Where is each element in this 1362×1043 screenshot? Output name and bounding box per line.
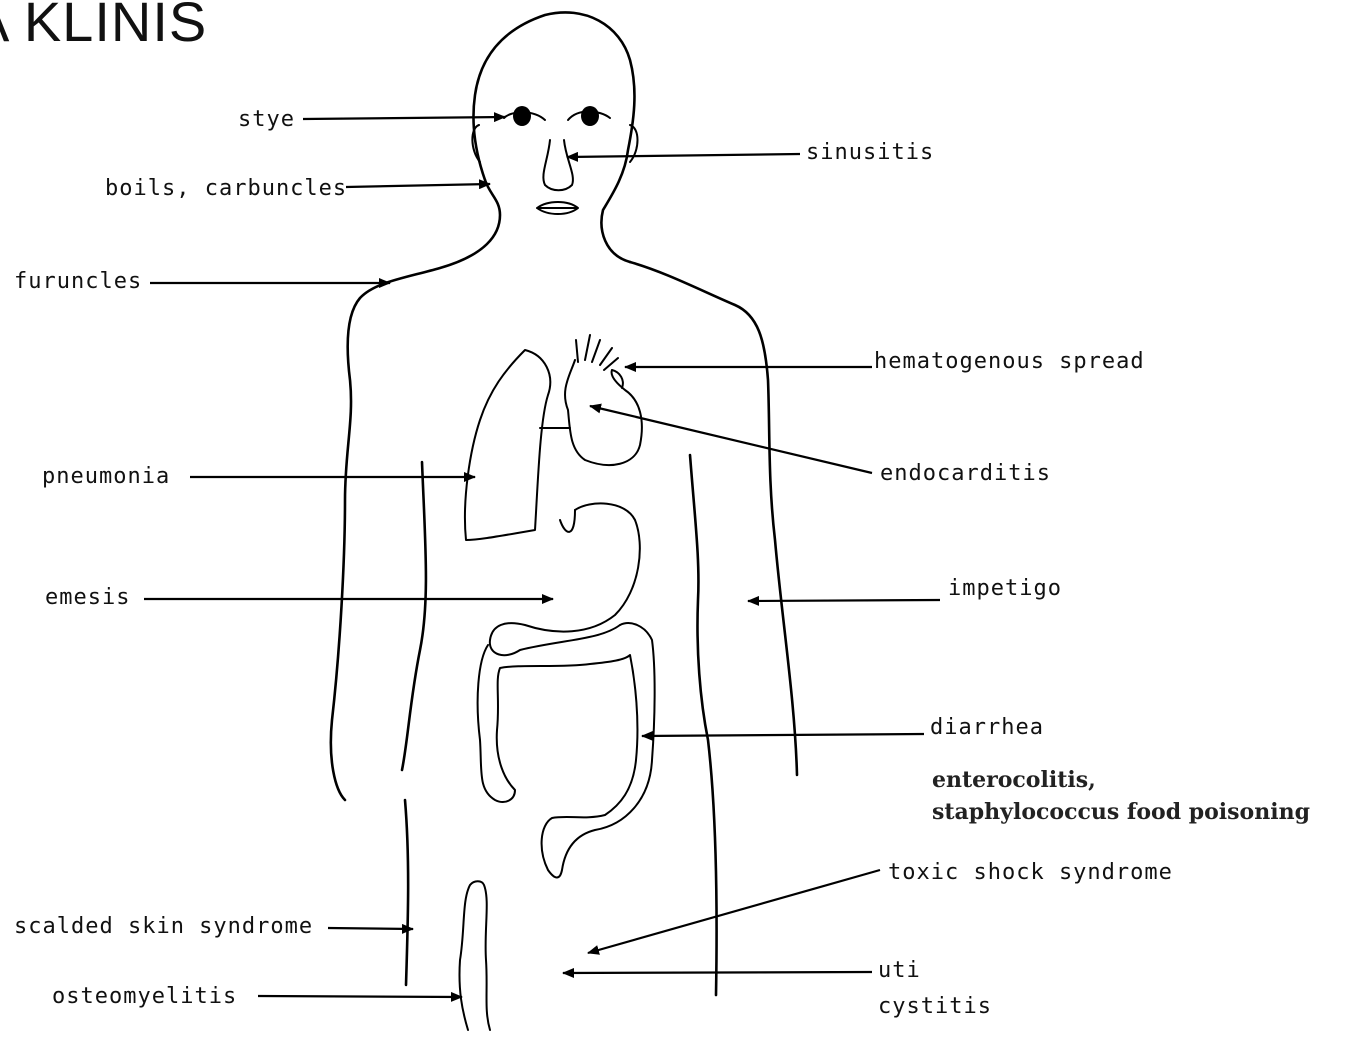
label-furuncles: furuncles	[14, 271, 142, 293]
leader-uti	[563, 972, 872, 973]
left-inner-arm	[402, 462, 426, 770]
leader-impetigo	[748, 600, 940, 601]
stomach-outline	[490, 503, 640, 655]
label-impetigo: impetigo	[948, 578, 1062, 600]
left-eye	[513, 106, 531, 126]
label-emesis: emesis	[45, 587, 130, 609]
label-hematogenous-spread: hematogenous spread	[874, 351, 1145, 373]
label-uti: uti	[878, 960, 921, 982]
leader-diarrhea	[642, 734, 924, 736]
lung-outline	[465, 350, 550, 540]
leader-toxic-shock	[588, 870, 880, 953]
label-boils-carbuncles: boils, carbuncles	[105, 178, 347, 200]
mouth	[537, 202, 578, 214]
leader-scalded-skin	[328, 928, 413, 929]
leader-boils	[346, 184, 490, 187]
label-enterocolitis: enterocolitis,	[932, 766, 1096, 794]
right-eye	[581, 106, 599, 126]
label-sinusitis: sinusitis	[806, 142, 934, 164]
stomach-top	[560, 510, 575, 532]
leader-osteomyelitis	[258, 996, 462, 997]
label-endocarditis: endocarditis	[880, 463, 1051, 485]
leader-sinusitis	[567, 154, 800, 157]
leader-endocarditis	[590, 406, 872, 473]
abdominal-organs	[478, 503, 655, 877]
label-scalded-skin-syndrome: scalded skin syndrome	[14, 916, 313, 938]
nose	[543, 140, 573, 190]
left-neck-shoulder	[331, 180, 500, 800]
label-stye: stye	[238, 109, 295, 131]
bone-outline	[459, 881, 490, 1030]
label-food-poisoning: staphylococcus food poisoning	[932, 798, 1310, 826]
slide-title: A KLINIS	[0, 0, 207, 50]
thorax-organs	[465, 335, 642, 540]
label-cystitis: cystitis	[878, 996, 992, 1018]
label-pneumonia: pneumonia	[42, 466, 170, 488]
face	[504, 106, 610, 214]
heart-outline	[565, 360, 642, 465]
left-torso-side	[405, 800, 408, 985]
colon-outline	[478, 623, 655, 877]
label-diarrhea: diarrhea	[930, 717, 1044, 739]
right-inner-arm	[690, 455, 717, 995]
label-osteomyelitis: osteomyelitis	[52, 986, 237, 1008]
body-silhouette	[331, 12, 797, 995]
label-toxic-shock-syndrome: toxic shock syndrome	[888, 862, 1173, 884]
leader-lines	[144, 117, 940, 997]
